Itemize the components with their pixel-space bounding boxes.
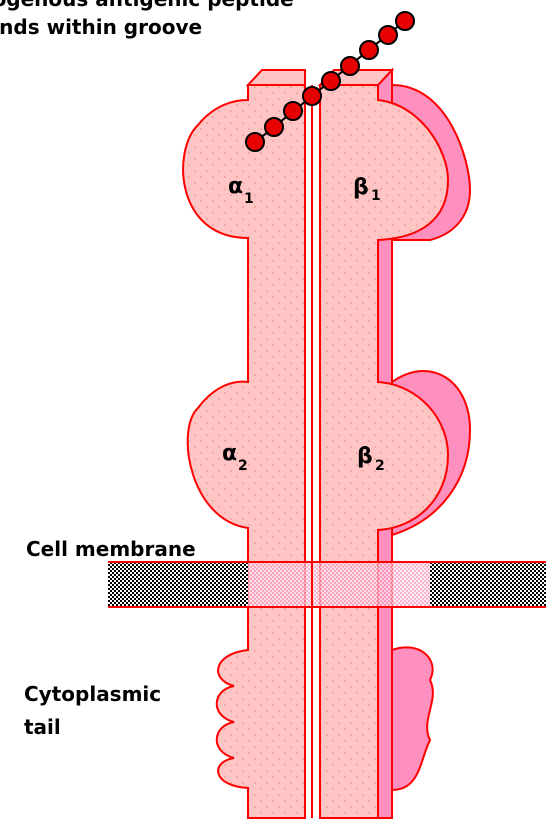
svg-text:α: α [228,174,243,199]
peptide-bead [341,57,359,75]
peptide-bead [396,12,414,30]
svg-text:2: 2 [238,458,248,474]
tail-label-line2: tail [24,715,61,739]
svg-text:1: 1 [244,191,254,207]
peptide-label-line2: binds within groove [0,15,202,39]
peptide-bead [284,102,302,120]
tail-label-line1: Cytoplasmic [24,682,161,706]
peptide-bead [246,133,264,151]
svg-text:α: α [222,441,237,466]
svg-text:2: 2 [375,458,385,474]
peptide-bead [379,26,397,44]
svg-text:β: β [353,175,369,200]
svg-text:1: 1 [371,188,381,204]
peptide-bead [322,72,340,90]
peptide-bead [265,118,283,136]
cell-membrane [108,562,546,607]
peptide-bead [360,41,378,59]
peptide-bead [303,87,321,105]
membrane-label: Cell membrane [26,537,196,561]
peptide-label-line1: Exogenous antigenic peptide [0,0,294,11]
alpha-chain-top-face [248,70,305,85]
svg-text:β: β [357,444,373,469]
